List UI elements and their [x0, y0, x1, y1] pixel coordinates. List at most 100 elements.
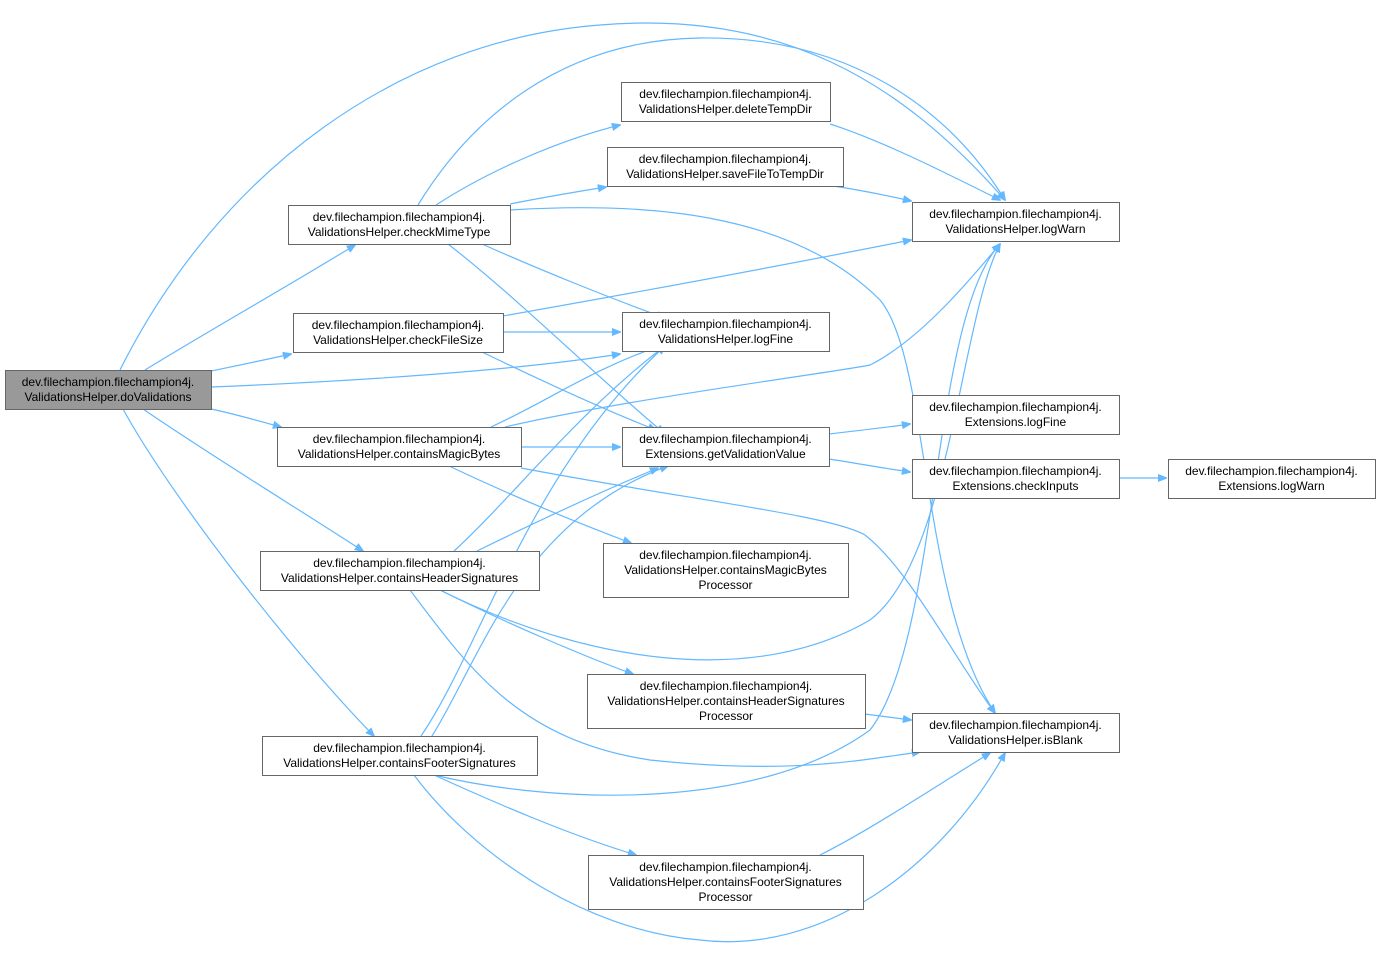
- edge-checkMimeType-to-deleteTempDir: [435, 125, 620, 206]
- node-box: [912, 395, 1120, 435]
- node-label-line: dev.filechampion.filechampion4j.: [929, 207, 1102, 221]
- node-label-line: ValidationsHelper.saveFileToTempDir: [626, 167, 824, 181]
- node-box: [288, 205, 511, 245]
- node-box: [5, 370, 212, 410]
- node-box: [1168, 459, 1376, 499]
- node-box: [622, 312, 830, 352]
- node-deleteTempDir[interactable]: dev.filechampion.filechampion4j.Validati…: [621, 82, 831, 122]
- node-box: [262, 736, 538, 776]
- edge-doValidations-to-containsFooterSignatures: [122, 408, 374, 736]
- edge-checkMimeType-to-isBlank: [509, 207, 995, 713]
- edge-getValidationValue-to-extLogFine: [828, 424, 910, 435]
- edge-containsHeaderSignatures-to-isBlank: [409, 589, 920, 767]
- node-label-line: dev.filechampion.filechampion4j.: [929, 718, 1102, 732]
- node-containsFooterSignatures[interactable]: dev.filechampion.filechampion4j.Validati…: [262, 736, 538, 776]
- edges-layer: [119, 22, 1166, 943]
- node-vhLogWarn[interactable]: dev.filechampion.filechampion4j.Validati…: [912, 202, 1120, 242]
- edge-containsMagicBytes-to-magicBytesProcessor: [448, 465, 631, 543]
- node-label-line: dev.filechampion.filechampion4j.: [639, 860, 812, 874]
- node-box: [621, 82, 831, 122]
- node-label-line: ValidationsHelper.checkMimeType: [308, 225, 491, 239]
- node-checkMimeType[interactable]: dev.filechampion.filechampion4j.Validati…: [288, 205, 511, 245]
- node-containsMagicBytes[interactable]: dev.filechampion.filechampion4j.Validati…: [277, 427, 522, 467]
- edge-doValidations-to-vhLogFine: [210, 354, 620, 388]
- node-getValidationValue[interactable]: dev.filechampion.filechampion4j.Extensio…: [622, 427, 830, 467]
- node-headerSigProcessor[interactable]: dev.filechampion.filechampion4j.Validati…: [587, 674, 866, 729]
- node-isBlank[interactable]: dev.filechampion.filechampion4j.Validati…: [912, 713, 1120, 753]
- node-box: [587, 674, 866, 729]
- node-label-line: ValidationsHelper.containsMagicBytes: [298, 447, 501, 461]
- edge-checkFileSize-to-vhLogWarn: [502, 240, 911, 317]
- edge-containsHeaderSignatures-to-headerSigProcessor: [439, 589, 633, 674]
- node-extLogFine[interactable]: dev.filechampion.filechampion4j.Extensio…: [912, 395, 1120, 435]
- node-footerSigProcessor[interactable]: dev.filechampion.filechampion4j.Validati…: [588, 855, 864, 910]
- node-label-line: ValidationsHelper.deleteTempDir: [639, 102, 812, 116]
- node-box: [607, 147, 844, 187]
- node-checkFileSize[interactable]: dev.filechampion.filechampion4j.Validati…: [293, 313, 504, 353]
- node-magicBytesProcessor[interactable]: dev.filechampion.filechampion4j.Validati…: [603, 543, 849, 598]
- node-box: [912, 202, 1120, 242]
- nodes-layer: dev.filechampion.filechampion4j.Validati…: [5, 82, 1376, 910]
- node-box: [260, 551, 540, 591]
- node-box: [588, 855, 864, 910]
- node-label-line: dev.filechampion.filechampion4j.: [313, 210, 486, 224]
- edge-deleteTempDir-to-vhLogWarn: [829, 123, 1000, 200]
- node-label-line: ValidationsHelper.containsFooterSignatur…: [283, 756, 516, 770]
- node-containsHeaderSignatures[interactable]: dev.filechampion.filechampion4j.Validati…: [260, 551, 540, 591]
- edge-containsFooterSignatures-to-isBlank: [413, 753, 1005, 943]
- node-label-line: dev.filechampion.filechampion4j.: [313, 741, 486, 755]
- edge-checkFileSize-to-getValidationValue: [481, 351, 656, 430]
- edge-headerSigProcessor-to-isBlank: [864, 713, 911, 720]
- edge-footerSigProcessor-to-isBlank: [819, 753, 990, 856]
- node-label-line: dev.filechampion.filechampion4j.: [929, 400, 1102, 414]
- node-extLogWarn[interactable]: dev.filechampion.filechampion4j.Extensio…: [1168, 459, 1376, 499]
- edge-doValidations-to-containsMagicBytes: [210, 408, 281, 427]
- node-label-line: Processor: [699, 709, 753, 723]
- node-label-line: ValidationsHelper.containsHeaderSignatur…: [281, 571, 518, 585]
- node-label-line: dev.filechampion.filechampion4j.: [639, 152, 812, 166]
- edge-containsFooterSignatures-to-getValidationValue: [431, 466, 668, 737]
- node-label-line: dev.filechampion.filechampion4j.: [1185, 464, 1358, 478]
- node-label-line: dev.filechampion.filechampion4j.: [639, 317, 812, 331]
- node-doValidations[interactable]: dev.filechampion.filechampion4j.Validati…: [5, 370, 212, 410]
- node-box: [603, 543, 849, 598]
- node-label-line: Extensions.getValidationValue: [645, 447, 806, 461]
- node-label-line: dev.filechampion.filechampion4j.: [313, 556, 486, 570]
- node-box: [912, 459, 1120, 499]
- node-label-line: ValidationsHelper.isBlank: [948, 733, 1084, 747]
- node-label-line: dev.filechampion.filechampion4j.: [22, 375, 195, 389]
- edge-checkMimeType-to-saveFileToTempDir: [509, 187, 606, 205]
- edge-containsHeaderSignatures-to-vhLogWarn: [439, 244, 1000, 661]
- edge-containsFooterSignatures-to-vhLogWarn: [433, 244, 1000, 796]
- edge-saveFileToTempDir-to-vhLogWarn: [832, 185, 911, 201]
- edge-doValidations-to-vhLogWarn: [119, 22, 1005, 371]
- node-box: [277, 427, 522, 467]
- node-label-line: ValidationsHelper.checkFileSize: [313, 333, 483, 347]
- node-saveFileToTempDir[interactable]: dev.filechampion.filechampion4j.Validati…: [607, 147, 844, 187]
- node-label-line: dev.filechampion.filechampion4j.: [313, 432, 486, 446]
- edge-containsHeaderSignatures-to-vhLogFine: [453, 346, 665, 552]
- node-label-line: dev.filechampion.filechampion4j.: [312, 318, 485, 332]
- node-label-line: ValidationsHelper.logWarn: [945, 222, 1085, 236]
- node-label-line: ValidationsHelper.containsHeaderSignatur…: [607, 694, 844, 708]
- node-label-line: dev.filechampion.filechampion4j.: [639, 548, 812, 562]
- node-label-line: dev.filechampion.filechampion4j.: [929, 464, 1102, 478]
- edge-containsMagicBytes-to-vhLogWarn: [504, 244, 1000, 428]
- edge-doValidations-to-checkFileSize: [210, 354, 291, 372]
- node-label-line: dev.filechampion.filechampion4j.: [639, 432, 812, 446]
- edge-checkMimeType-to-vhLogFine: [481, 243, 665, 318]
- edge-doValidations-to-checkMimeType: [144, 245, 355, 371]
- node-vhLogFine[interactable]: dev.filechampion.filechampion4j.Validati…: [622, 312, 830, 352]
- node-label-line: ValidationsHelper.containsFooterSignatur…: [609, 875, 842, 889]
- edge-getValidationValue-to-checkInputs: [828, 458, 910, 472]
- node-label-line: Processor: [698, 890, 752, 904]
- node-label-line: dev.filechampion.filechampion4j.: [639, 87, 812, 101]
- edge-doValidations-to-containsHeaderSignatures: [142, 408, 363, 551]
- edge-checkMimeType-to-getValidationValue: [447, 243, 664, 433]
- node-label-line: Extensions.checkInputs: [952, 479, 1078, 493]
- edge-checkMimeType-to-vhLogWarn: [417, 37, 1005, 206]
- node-label-line: ValidationsHelper.logFine: [658, 332, 794, 346]
- node-checkInputs[interactable]: dev.filechampion.filechampion4j.Extensio…: [912, 459, 1120, 499]
- node-label-line: ValidationsHelper.doValidations: [25, 390, 192, 404]
